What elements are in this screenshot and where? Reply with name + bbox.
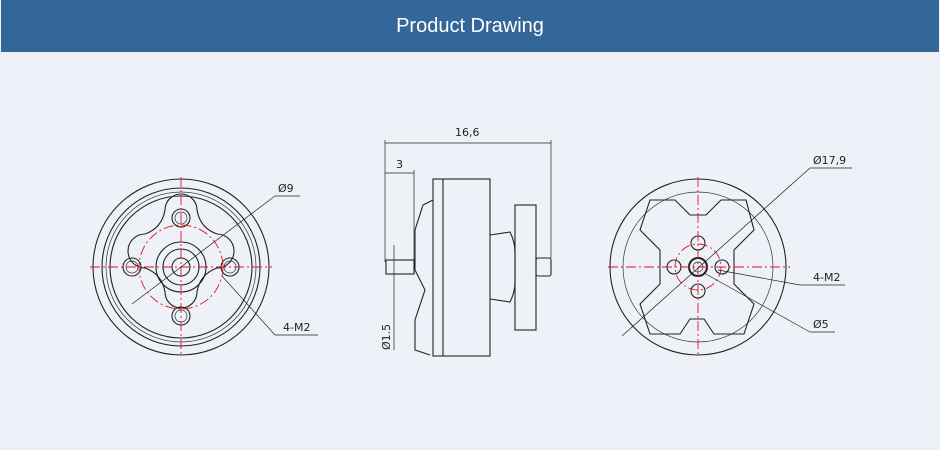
side-view: 16,6 3 Ø1.5 (380, 126, 552, 357)
drawing-panel (40, 75, 900, 405)
page-header: Product Drawing (1, 0, 939, 52)
rear-view: Ø17,9 4-M2 Ø5 (608, 154, 852, 357)
front-diameter-label: Ø9 (278, 182, 294, 195)
rear-diameter-label: Ø17,9 (813, 154, 846, 167)
rear-thread-label: 4-M2 (813, 271, 840, 284)
page-title: Product Drawing (396, 14, 544, 37)
front-thread-label: 4-M2 (283, 321, 310, 334)
side-length-label: 16,6 (455, 126, 480, 139)
rear-inner-diameter-label: Ø5 (813, 318, 829, 331)
front-view: Ø9 4-M2 (90, 177, 318, 357)
side-step-label: 3 (396, 158, 403, 171)
side-shaft-label: Ø1.5 (380, 324, 393, 350)
